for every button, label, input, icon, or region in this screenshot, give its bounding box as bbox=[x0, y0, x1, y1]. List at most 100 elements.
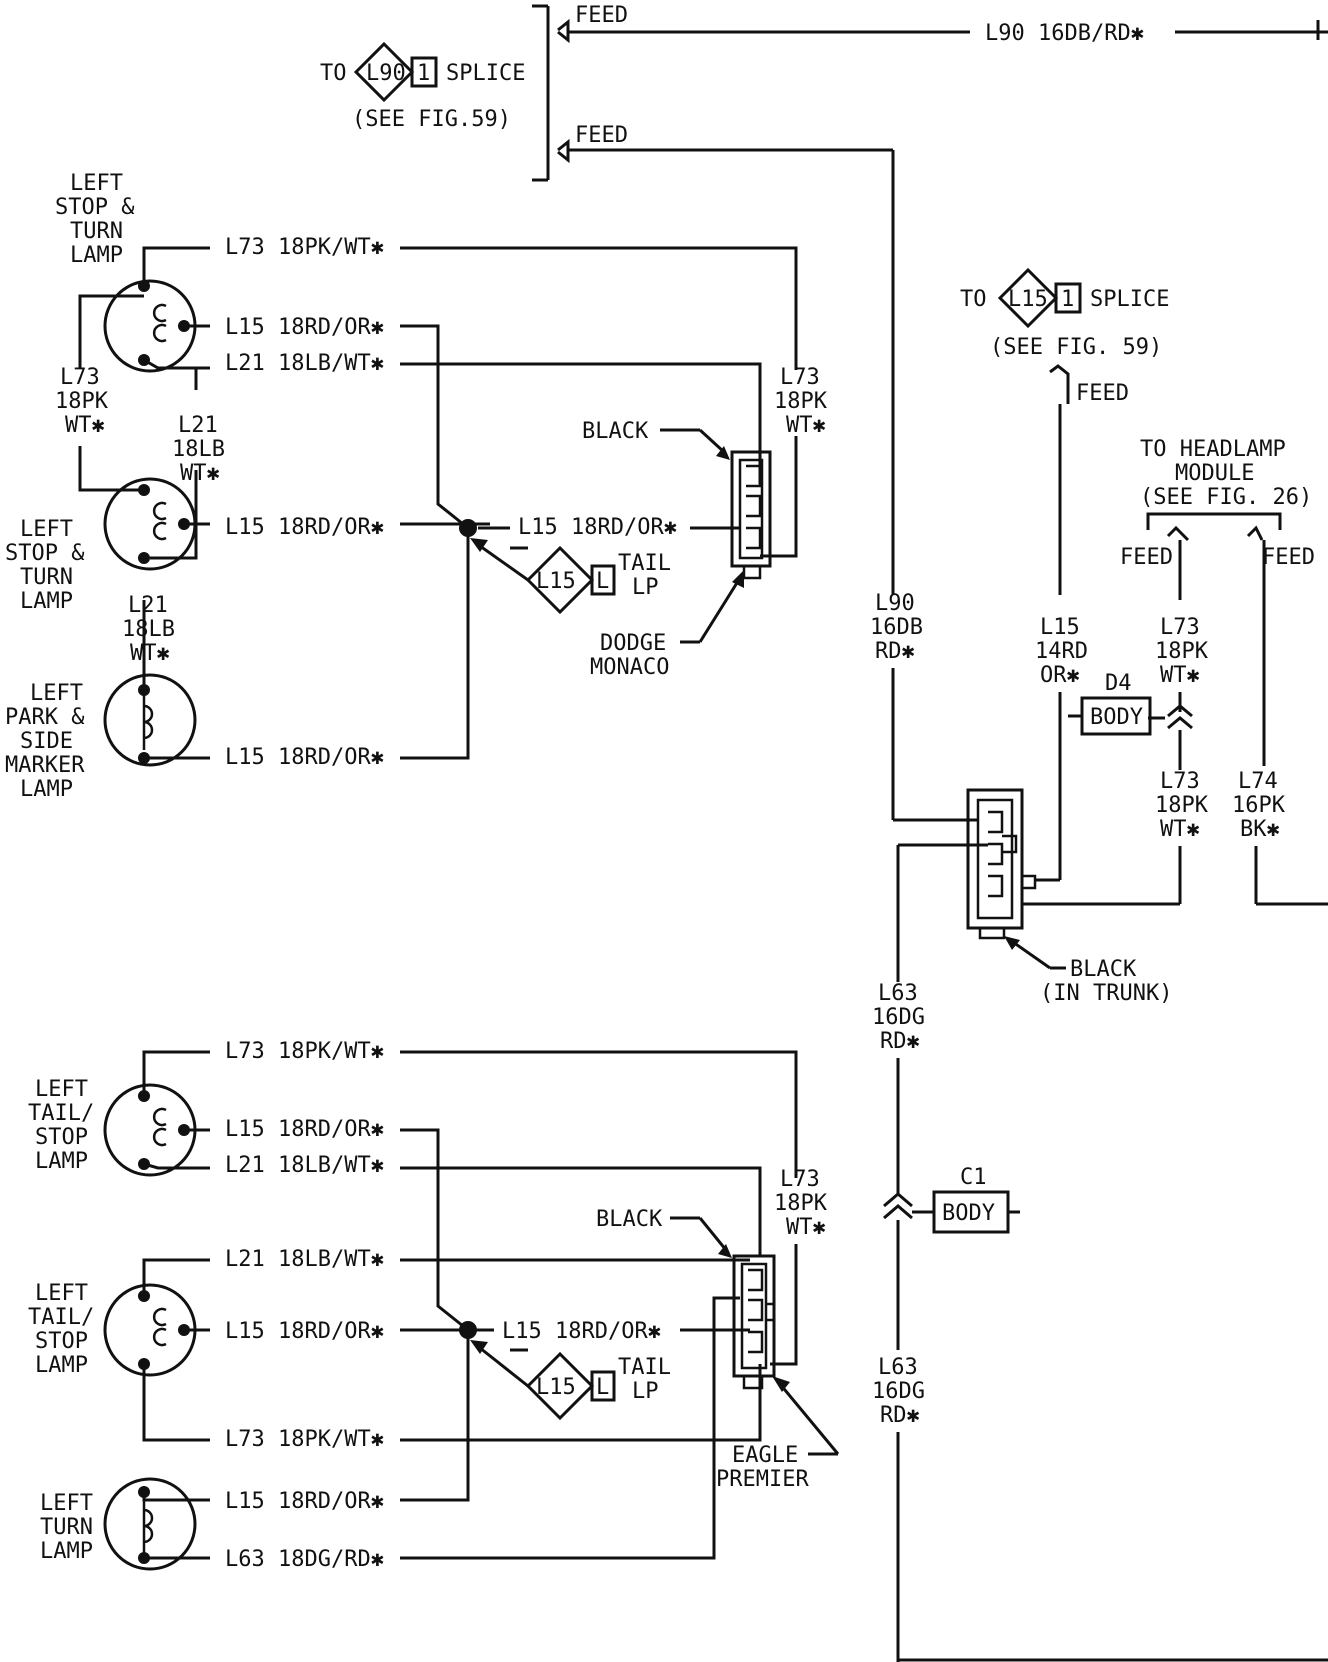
svg-text:TURN: TURN bbox=[70, 219, 123, 244]
l90-vertical-label: L90 16DB RD✱ bbox=[870, 591, 923, 664]
dodge-left-l21: L21 18LB WT✱ bbox=[172, 413, 225, 486]
dodge-wire-l15c: L15 18RD/OR✱ bbox=[225, 745, 384, 770]
dodge-wire-l73: L73 18PK/WT✱ bbox=[225, 235, 384, 260]
splice-top-num: 1 bbox=[417, 61, 430, 86]
svg-text:L21: L21 bbox=[128, 593, 168, 618]
eagle-wire-l63: L63 18DG/RD✱ bbox=[225, 1547, 384, 1572]
l15-vertical-label: L15 14RD OR✱ bbox=[1035, 615, 1088, 688]
svg-text:L: L bbox=[596, 569, 609, 594]
eagle-lamp2-label: LEFT TAIL/ STOP LAMP bbox=[28, 1281, 94, 1378]
dodge-left-l73: L73 18PK WT✱ bbox=[55, 365, 109, 438]
svg-text:L63: L63 bbox=[878, 981, 918, 1006]
eagle-tail-lp: L15 L TAIL LP bbox=[470, 1340, 671, 1421]
svg-text:WT✱: WT✱ bbox=[1160, 817, 1200, 842]
svg-text:WT✱: WT✱ bbox=[786, 1215, 826, 1240]
dodge-tail-lp: L15 L TAIL LP bbox=[470, 538, 671, 615]
svg-text:LEFT: LEFT bbox=[20, 517, 73, 542]
svg-text:LEFT: LEFT bbox=[40, 1491, 93, 1516]
svg-text:WT✱: WT✱ bbox=[65, 413, 105, 438]
svg-text:RD✱: RD✱ bbox=[880, 1403, 920, 1428]
headlamp-line3: (SEE FIG. 26) bbox=[1140, 485, 1312, 510]
svg-text:L: L bbox=[596, 1375, 609, 1400]
l63-upper-label: L63 16DG RD✱ bbox=[872, 981, 925, 1054]
eagle-wire-l15-conn: L15 18RD/OR✱ bbox=[502, 1319, 661, 1344]
svg-text:L73: L73 bbox=[1160, 615, 1200, 640]
svg-text:18PK: 18PK bbox=[1155, 639, 1209, 664]
svg-text:LAMP: LAMP bbox=[35, 1353, 88, 1378]
svg-text:WT✱: WT✱ bbox=[130, 641, 170, 666]
headlamp-line2: MODULE bbox=[1175, 461, 1254, 486]
svg-text:L15: L15 bbox=[1040, 615, 1080, 640]
eagle-wire-l15b: L15 18RD/OR✱ bbox=[225, 1319, 384, 1344]
d4-body-connector: D4 BODY bbox=[1068, 671, 1152, 736]
dodge-lamp1-label: LEFT STOP & TURN LAMP bbox=[55, 171, 135, 268]
svg-text:18PK: 18PK bbox=[1155, 793, 1209, 818]
headlamp-feed-left: FEED bbox=[1120, 545, 1173, 570]
svg-text:LAMP: LAMP bbox=[35, 1149, 88, 1174]
svg-text:RD✱: RD✱ bbox=[880, 1029, 920, 1054]
svg-text:18LB: 18LB bbox=[172, 437, 225, 462]
feed2-label: FEED bbox=[575, 123, 628, 148]
splice-mid-section: TO L15 1 SPLICE (SEE FIG. 59) FEED bbox=[960, 267, 1169, 406]
eagle-wire-l21a: L21 18LB/WT✱ bbox=[225, 1153, 384, 1178]
splice-mid-prefix: TO bbox=[960, 287, 987, 312]
splice-top-ref: (SEE FIG.59) bbox=[352, 107, 511, 132]
svg-text:LAMP: LAMP bbox=[40, 1539, 93, 1564]
svg-text:WT✱: WT✱ bbox=[786, 413, 826, 438]
dodge-lamp3-label: LEFT PARK & SIDE MARKER LAMP bbox=[5, 681, 85, 802]
top-feed-section: FEED L90 16DB/RD✱ TO L90 1 SPLICE (SEE F… bbox=[320, 3, 1328, 595]
svg-text:STOP &: STOP & bbox=[5, 541, 85, 566]
svg-text:OR✱: OR✱ bbox=[1040, 663, 1080, 688]
eagle-black-connector: BLACK bbox=[596, 1207, 776, 1390]
svg-text:STOP: STOP bbox=[35, 1125, 88, 1150]
svg-text:TAIL: TAIL bbox=[618, 1355, 671, 1380]
l90-wire-label: L90 16DB/RD✱ bbox=[985, 21, 1144, 46]
svg-text:LEFT: LEFT bbox=[70, 171, 123, 196]
l74-right-label: L74 16PK BK✱ bbox=[1232, 769, 1286, 842]
splice-mid-circuit: L15 bbox=[1008, 287, 1048, 312]
svg-text:16DB: 16DB bbox=[870, 615, 923, 640]
svg-text:PARK &: PARK & bbox=[5, 705, 85, 730]
splice-top-circuit: L90 bbox=[366, 61, 406, 86]
svg-text:LEFT: LEFT bbox=[30, 681, 83, 706]
eagle-lamp3-label: LEFT TURN LAMP bbox=[40, 1491, 93, 1564]
svg-text:TURN: TURN bbox=[20, 565, 73, 590]
svg-text:LP: LP bbox=[632, 575, 659, 600]
dodge-wire-l21: L21 18LB/WT✱ bbox=[225, 351, 384, 376]
svg-text:LAMP: LAMP bbox=[20, 777, 73, 802]
splice-top-prefix: TO bbox=[320, 61, 347, 86]
svg-text:L63: L63 bbox=[878, 1355, 918, 1380]
splice-mid-feed: FEED bbox=[1076, 381, 1129, 406]
svg-text:LP: LP bbox=[632, 1379, 659, 1404]
eagle-black-label: BLACK bbox=[596, 1207, 663, 1232]
dodge-model-label: DODGE MONACO bbox=[590, 570, 744, 680]
svg-text:18LB: 18LB bbox=[122, 617, 175, 642]
svg-text:14RD: 14RD bbox=[1035, 639, 1088, 664]
dodge-left-l21b: L21 18LB WT✱ bbox=[122, 593, 175, 666]
d4-label: BODY bbox=[1090, 705, 1143, 730]
svg-text:MONACO: MONACO bbox=[590, 655, 669, 680]
eagle-lamp1 bbox=[103, 1083, 197, 1177]
black-trunk-1: BLACK bbox=[1070, 957, 1137, 982]
splice-top-word: SPLICE bbox=[446, 61, 525, 86]
svg-text:DODGE: DODGE bbox=[600, 631, 666, 656]
svg-text:L73: L73 bbox=[1160, 769, 1200, 794]
eagle-wire-l15a: L15 18RD/OR✱ bbox=[225, 1117, 384, 1142]
eagle-wire-l73a: L73 18PK/WT✱ bbox=[225, 1039, 384, 1064]
svg-text:L15: L15 bbox=[536, 1375, 576, 1400]
svg-text:L21: L21 bbox=[178, 413, 218, 438]
headlamp-module-ref: TO HEADLAMP MODULE (SEE FIG. 26) FEED FE… bbox=[1120, 437, 1315, 570]
l73-right-lower: L73 18PK WT✱ bbox=[1155, 769, 1209, 842]
svg-text:16PK: 16PK bbox=[1232, 793, 1286, 818]
svg-text:16DG: 16DG bbox=[872, 1005, 925, 1030]
svg-text:WT✱: WT✱ bbox=[1160, 663, 1200, 688]
svg-text:SIDE: SIDE bbox=[20, 729, 73, 754]
dodge-lamp3 bbox=[103, 673, 197, 767]
svg-text:LAMP: LAMP bbox=[70, 243, 123, 268]
svg-text:L73: L73 bbox=[60, 365, 100, 390]
eagle-lamp3 bbox=[103, 1477, 197, 1571]
svg-text:PREMIER: PREMIER bbox=[716, 1467, 809, 1492]
c1-id: C1 bbox=[960, 1165, 987, 1190]
svg-text:LEFT: LEFT bbox=[35, 1077, 88, 1102]
eagle-lamp2 bbox=[103, 1283, 197, 1377]
